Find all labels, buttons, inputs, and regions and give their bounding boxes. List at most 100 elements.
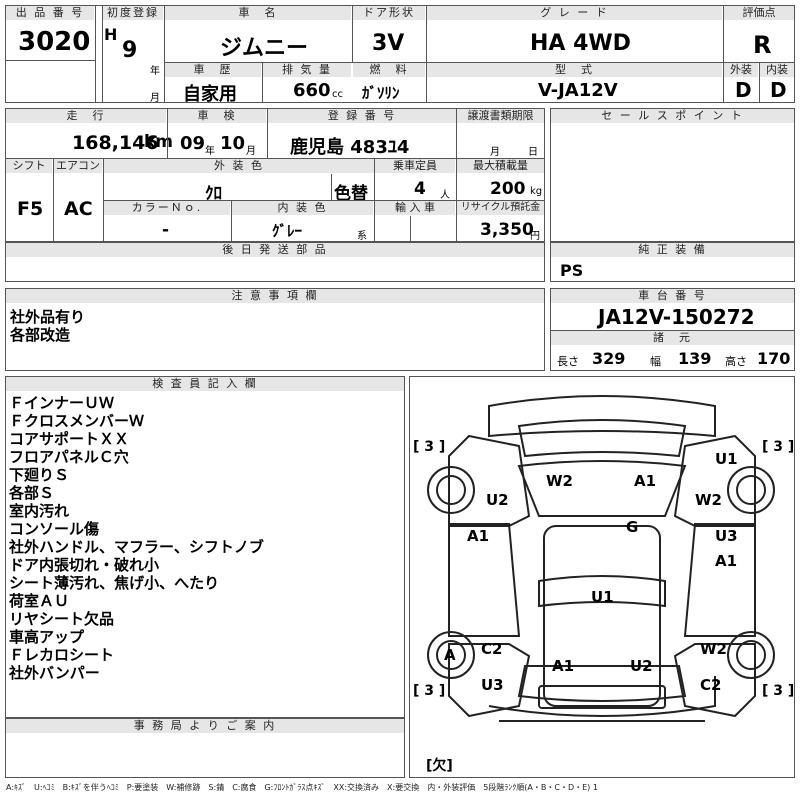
damage-a: A bbox=[444, 646, 456, 664]
inspection-label: 車 検 bbox=[168, 109, 266, 123]
inspector-note: ＦインナーＵＷ bbox=[9, 394, 115, 412]
lot-number: 3020 bbox=[18, 27, 91, 57]
inspector-note: 荷室ＡＵ bbox=[9, 592, 70, 610]
model-code: V-JA12V bbox=[538, 80, 618, 101]
transfer-month: 月 bbox=[490, 147, 500, 158]
ext-score-label: 外装 bbox=[724, 63, 758, 77]
damage-a1: A1 bbox=[634, 472, 657, 490]
office-label: 事 務 局 よ り ご 案 内 bbox=[6, 719, 404, 733]
damage-u2: U2 bbox=[486, 491, 509, 509]
header-section bbox=[5, 5, 795, 103]
width: 139 bbox=[678, 349, 712, 368]
lot-label: 出 品 番 号 bbox=[6, 6, 94, 20]
inspection-year: 09 bbox=[180, 133, 206, 154]
max-load: 200 bbox=[490, 179, 526, 199]
year-unit: 年 bbox=[150, 66, 160, 77]
inspector-note: Ｆレカロシート bbox=[9, 646, 115, 664]
chassis-label: 車 台 番 号 bbox=[551, 289, 794, 303]
inspector-notes-list: ＦインナーＵＷ ＦクロスメンバーＷ コアサポートＸＸ フロアパネルＣ穴 下廻りＳ… bbox=[9, 394, 264, 682]
note-line: 社外品有り bbox=[10, 308, 86, 326]
legend: A:ｷｽﾞ U:ﾍｺﾐ B:ｷｽﾞを伴うﾍｺﾐ P:要塗装 W:補修跡 S:錆 … bbox=[6, 783, 598, 792]
shift-label: シフト bbox=[6, 159, 52, 173]
width-label: 幅 bbox=[650, 355, 661, 368]
inspector-note: フロアパネルＣ穴 bbox=[9, 448, 129, 466]
damage-u1: U1 bbox=[715, 450, 738, 468]
ext-score: D bbox=[735, 78, 752, 102]
int-score: D bbox=[770, 78, 787, 102]
grade: HA 4WD bbox=[530, 31, 631, 56]
ext-color-label: 外 装 色 bbox=[104, 159, 374, 173]
displacement: 660 bbox=[293, 80, 331, 101]
int-color-unit: 系 bbox=[357, 231, 367, 242]
spare-tire-mark: [欠] bbox=[426, 758, 453, 774]
score: R bbox=[753, 31, 772, 59]
inspector-note: ドア内張切れ・破れ小 bbox=[9, 556, 160, 574]
recycle-fee: 3,350 bbox=[480, 220, 534, 240]
era: H bbox=[104, 25, 118, 44]
plate-label: 登 録 番 号 bbox=[268, 109, 456, 123]
damage-u1: U1 bbox=[591, 588, 614, 606]
displacement-unit: cc bbox=[332, 89, 343, 100]
car-name: ジムニー bbox=[220, 36, 309, 61]
color-no: - bbox=[162, 220, 170, 240]
mileage-label: 走 行 bbox=[6, 109, 166, 123]
specs-label: 諸 元 bbox=[551, 331, 794, 345]
genuine-equipment: PS bbox=[560, 261, 584, 280]
front-right-wheel-icon bbox=[727, 466, 775, 514]
car-diagram bbox=[448, 395, 756, 722]
ext-color: ｸﾛ bbox=[205, 184, 222, 204]
int-color: ｸﾞﾚｰ bbox=[272, 222, 303, 240]
inspector-note: 下廻りＳ bbox=[9, 466, 70, 484]
ac: AC bbox=[64, 198, 93, 220]
load-label: 最大積載量 bbox=[457, 159, 544, 173]
inspector-note: リヤシート欠品 bbox=[9, 610, 115, 628]
fuel-label: 燃 料 bbox=[353, 63, 425, 77]
month-unit: 月 bbox=[150, 93, 160, 104]
damage-g: G bbox=[626, 518, 639, 536]
int-color-label: 内 装 色 bbox=[232, 201, 373, 215]
damage-u2: U2 bbox=[630, 657, 653, 675]
later-parts-label: 後 日 発 送 部 品 bbox=[6, 243, 544, 257]
inspection-month: 10 bbox=[220, 133, 246, 154]
tire-mark-tr: [ 3 ] bbox=[762, 439, 795, 455]
height: 170 bbox=[757, 349, 791, 368]
recycle-unit: 円 bbox=[530, 231, 540, 242]
inspector-note: シート薄汚れ、焦げ小、へたり bbox=[9, 574, 220, 592]
damage-u3: U3 bbox=[481, 676, 504, 694]
door-label: ドア形状 bbox=[353, 6, 425, 20]
chassis-number: JA12V-150272 bbox=[598, 305, 755, 329]
damage-c2: C2 bbox=[481, 640, 503, 658]
inspector-note: 各部Ｓ bbox=[9, 484, 55, 502]
transfer-label: 譲渡書類期限 bbox=[457, 109, 544, 123]
inspector-note: 室内汚れ bbox=[9, 502, 70, 520]
capacity: 4 bbox=[414, 179, 426, 199]
damage-u3: U3 bbox=[715, 527, 738, 545]
transfer-day: 日 bbox=[528, 147, 538, 158]
recycle-label: リサイクル預託金 bbox=[457, 201, 544, 215]
color-no-label: カラーＮｏ. bbox=[104, 201, 230, 215]
mileage: 168,146 bbox=[72, 132, 159, 154]
first-reg-label: 初度登録 bbox=[103, 6, 163, 20]
damage-a1: A1 bbox=[715, 552, 738, 570]
door-type: 3V bbox=[372, 31, 405, 56]
shift: F5 bbox=[17, 198, 44, 220]
damage-w2: W2 bbox=[700, 640, 727, 658]
reg-year: 9 bbox=[122, 38, 138, 63]
damage-c2: C2 bbox=[700, 676, 722, 694]
mileage-unit: km bbox=[144, 132, 174, 152]
inspector-note: コアサポートＸＸ bbox=[9, 430, 130, 448]
tire-mark-br: [ 3 ] bbox=[762, 683, 795, 699]
capacity-label: 乗車定員 bbox=[375, 159, 455, 173]
tire-mark-bl: [ 3 ] bbox=[413, 683, 446, 699]
length: 329 bbox=[592, 349, 626, 368]
displacement-label: 排 気 量 bbox=[263, 63, 351, 77]
inspector-note: 社外ハンドル、マフラー、シフトノブ bbox=[9, 538, 264, 556]
sales-point-label: セ ー ル ス ポ イ ン ト bbox=[551, 109, 794, 123]
damage-w2: W2 bbox=[546, 472, 573, 490]
plate-number: 鹿児島 483ﾕ4 bbox=[290, 137, 410, 158]
damage-w2: W2 bbox=[695, 491, 722, 509]
grade-label: グ レ ー ド bbox=[427, 6, 722, 20]
sales-point-section bbox=[550, 108, 795, 242]
inspector-note: 社外バンパー bbox=[9, 664, 100, 682]
damage-a1: A1 bbox=[467, 527, 490, 545]
